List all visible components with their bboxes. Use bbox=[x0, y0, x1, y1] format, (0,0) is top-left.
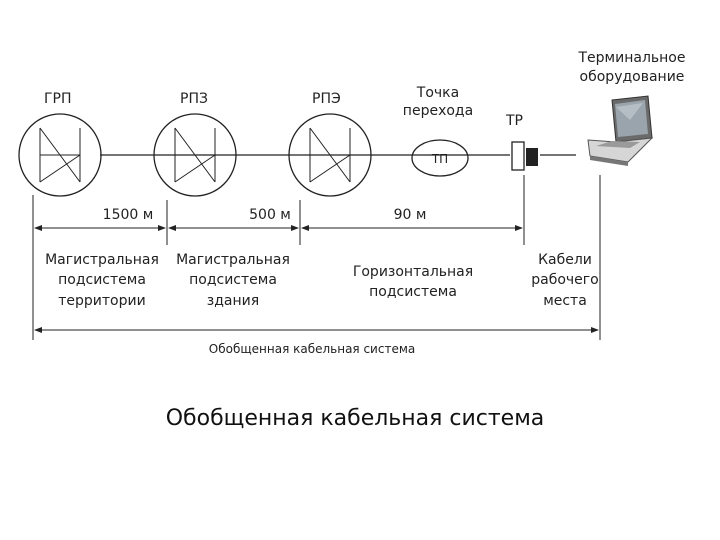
tr-label: ТР bbox=[505, 113, 523, 129]
building-subsystem-line3: здания bbox=[207, 293, 259, 309]
page-title: Обобщенная кабельная система bbox=[166, 406, 545, 431]
overall-system-label: Обобщенная кабельная система bbox=[209, 342, 415, 356]
rpe-label: РПЭ bbox=[312, 91, 341, 107]
terminal-label-line2: оборудование bbox=[580, 69, 685, 85]
work-area-line3: места bbox=[543, 293, 587, 309]
horizontal-subsystem-line1: Горизонтальная bbox=[353, 264, 473, 280]
rpz-label: РПЗ bbox=[180, 91, 208, 107]
terminal-label-line1: Терминальное bbox=[578, 50, 686, 66]
building-subsystem-line1: Магистральная bbox=[176, 252, 290, 268]
laptop-icon bbox=[587, 95, 654, 166]
campus-subsystem-line1: Магистральная bbox=[45, 252, 159, 268]
horizontal-subsystem-line2: подсистема bbox=[369, 284, 457, 300]
campus-distance-label: 1500 м bbox=[103, 207, 154, 223]
grp-distribution-point bbox=[18, 113, 102, 197]
work-area-line1: Кабели bbox=[538, 252, 592, 268]
tp-label: ТП bbox=[431, 152, 448, 166]
transition-point-label-line2: перехода bbox=[403, 103, 473, 119]
building-subsystem-line2: подсистема bbox=[189, 272, 277, 288]
grp-label: ГРП bbox=[44, 91, 72, 107]
tp-ellipse bbox=[411, 139, 469, 177]
tr-outlet-icon bbox=[511, 141, 538, 171]
rpz-distribution-point bbox=[153, 113, 237, 197]
transition-point-label-line1: Точка bbox=[416, 85, 459, 101]
campus-subsystem-line3: территории bbox=[58, 293, 145, 309]
building-distance-label: 500 м bbox=[249, 207, 291, 223]
rpe-distribution-point bbox=[288, 113, 372, 197]
horizontal-distance-label: 90 м bbox=[394, 207, 427, 223]
campus-subsystem-line2: подсистема bbox=[58, 272, 146, 288]
work-area-line2: рабочего bbox=[531, 272, 598, 288]
